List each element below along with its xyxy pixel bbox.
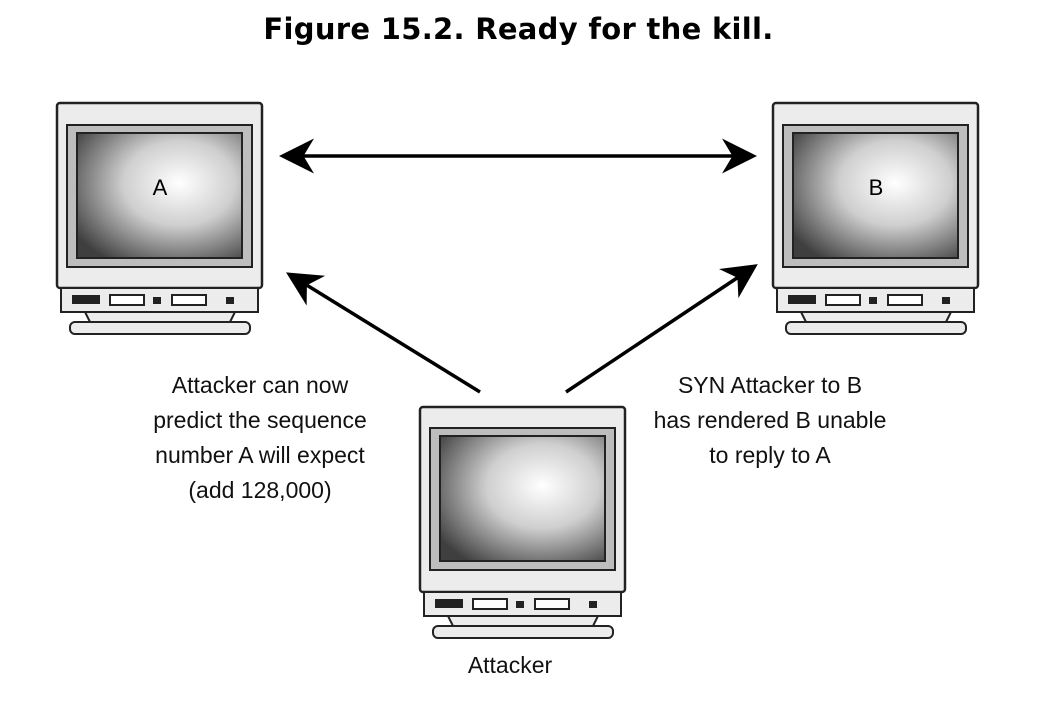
caption-syn-attack: SYN Attacker to B has rendered B unable …	[620, 368, 920, 473]
caption-attacker-predicts: Attacker can now predict the sequence nu…	[105, 368, 415, 508]
screen-attacker	[439, 435, 606, 562]
computer-attacker	[418, 405, 627, 639]
caption-line: predict the sequence	[153, 407, 367, 433]
computer-a: A	[55, 101, 264, 335]
figure-title: Figure 15.2. Ready for the kill.	[263, 12, 774, 46]
caption-line: SYN Attacker to B	[677, 372, 863, 398]
caption-line: to reply to A	[709, 442, 831, 468]
computer-b: B	[771, 101, 980, 335]
caption-line: (add 128,000)	[188, 477, 332, 503]
label-b: B	[869, 175, 884, 200]
arrow-attacker-to-a	[286, 272, 481, 394]
attacker-label: Attacker	[467, 652, 553, 678]
arrow-attacker-to-b	[565, 264, 758, 394]
screen-b	[792, 132, 959, 259]
caption-line: number A will expect	[155, 442, 365, 468]
caption-line: has rendered B unable	[653, 407, 887, 433]
screen-a	[76, 132, 243, 259]
caption-line: Attacker can now	[171, 372, 349, 398]
label-a: A	[153, 175, 168, 200]
